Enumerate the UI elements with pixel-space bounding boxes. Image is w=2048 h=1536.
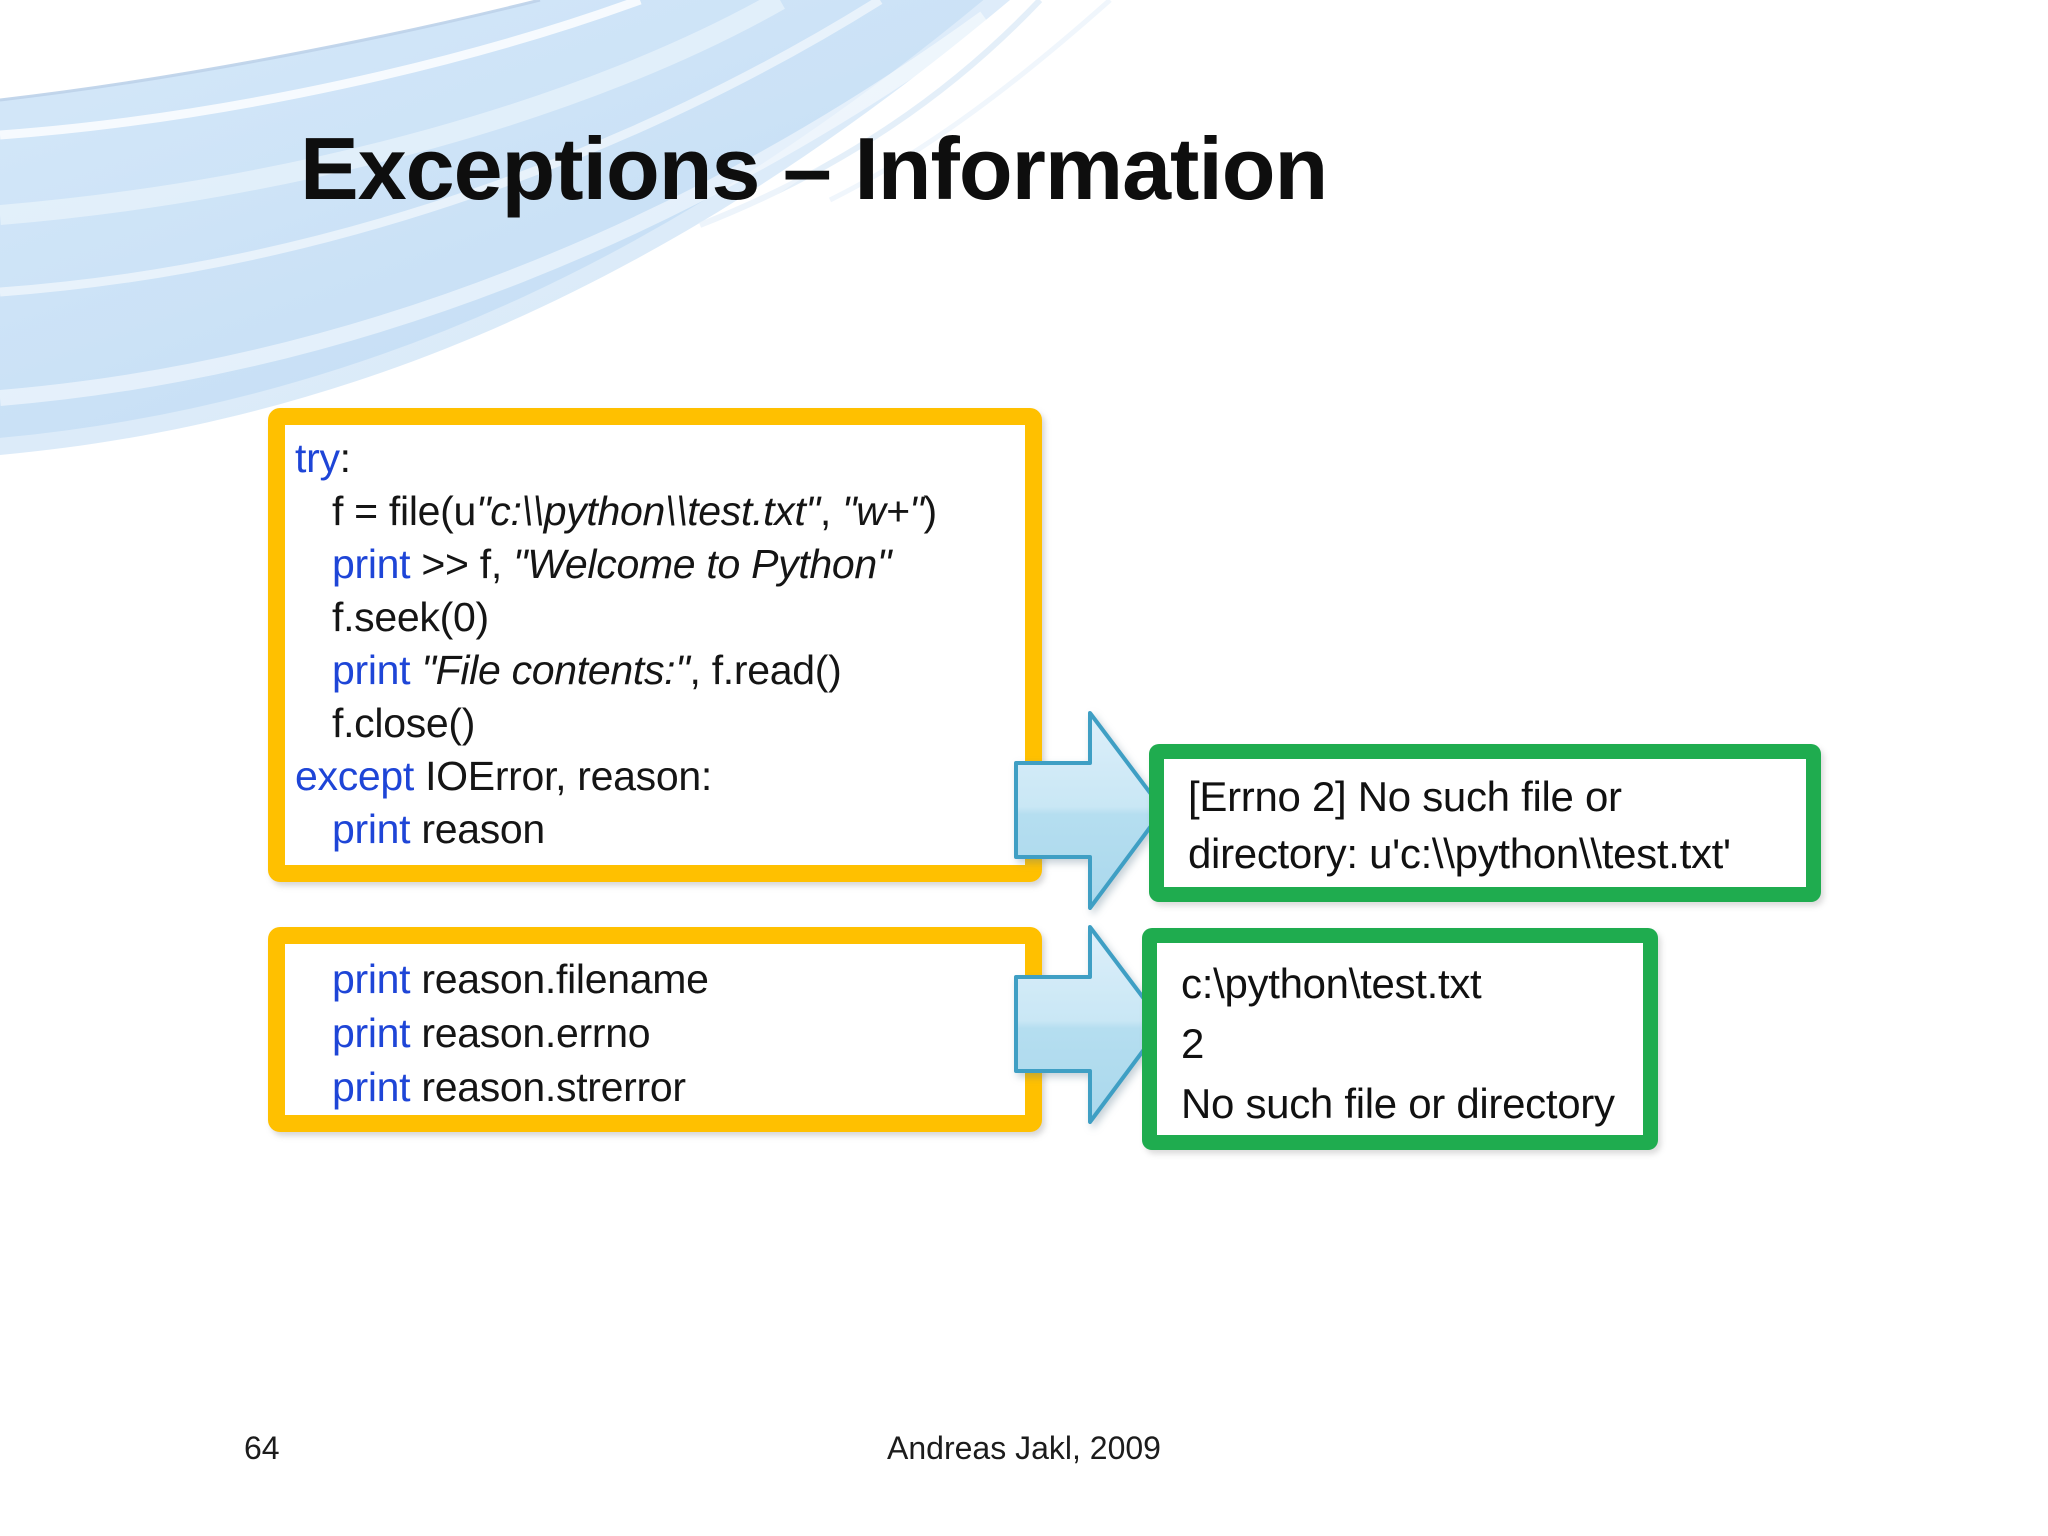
code-text: f.seek(0) <box>332 594 489 640</box>
code-line: print reason.filename <box>332 952 1019 1006</box>
code-text: IOError, reason: <box>414 753 712 799</box>
right-arrow-icon <box>1014 925 1165 1124</box>
code-string: "w+" <box>842 488 924 534</box>
code-line: try: <box>295 432 1019 485</box>
code-text <box>410 647 421 693</box>
code-keyword: print <box>332 806 411 852</box>
code-keyword: except <box>295 753 414 799</box>
code-string: "c:\\python\\test.txt" <box>475 488 820 534</box>
code-keyword: print <box>332 1064 411 1110</box>
code-line: print reason.errno <box>332 1006 1019 1060</box>
output-line: [Errno 2] No such file or <box>1188 773 1622 820</box>
code-line: print reason.strerror <box>332 1060 1019 1114</box>
code-line: f.seek(0) <box>332 591 1019 644</box>
code-block-reason-attributes: print reason.filename print reason.errno… <box>268 927 1042 1132</box>
code-keyword: print <box>332 647 411 693</box>
code-line: f.close() <box>332 697 1019 750</box>
output-line: 2 <box>1181 1020 1205 1067</box>
code-text: reason <box>410 806 545 852</box>
code-text: reason.filename <box>410 956 709 1002</box>
code-string: "File contents:" <box>421 647 690 693</box>
output-line: c:\python\test.txt <box>1181 960 1482 1007</box>
code-line: f = file(u"c:\\python\\test.txt", "w+") <box>332 485 1019 538</box>
code-keyword: try <box>295 435 340 481</box>
footer-credit: Andreas Jakl, 2009 <box>887 1430 1161 1466</box>
output-line: No such file or directory <box>1181 1080 1615 1127</box>
code-text: ) <box>923 488 937 534</box>
code-line: print >> f, "Welcome to Python" <box>332 538 1019 591</box>
slide-title: Exceptions – Information <box>300 119 1328 218</box>
code-keyword: print <box>332 1010 411 1056</box>
code-text: , <box>819 488 842 534</box>
code-text: f.close() <box>332 700 476 746</box>
code-text: : <box>339 435 351 481</box>
code-text: , f.read() <box>689 647 842 693</box>
output-line: directory: u'c:\\python\\test.txt' <box>1188 830 1731 877</box>
code-line: except IOError, reason: <box>295 750 1019 803</box>
page-number: 64 <box>244 1430 280 1466</box>
code-text: >> f, <box>410 541 514 587</box>
code-text: f = file(u <box>332 488 476 534</box>
code-line: print reason <box>332 803 1019 856</box>
swoosh-decoration <box>0 0 1112 472</box>
code-line: print "File contents:", f.read() <box>332 644 1019 697</box>
code-text: reason.strerror <box>410 1064 686 1110</box>
right-arrow-icon <box>1014 711 1165 910</box>
code-block-try-except: try: f = file(u"c:\\python\\test.txt", "… <box>268 408 1042 882</box>
output-box-reason-values: c:\python\test.txt 2 No such file or dir… <box>1142 928 1658 1150</box>
code-keyword: print <box>332 956 411 1002</box>
code-keyword: print <box>332 541 411 587</box>
code-string: "Welcome to Python" <box>513 541 892 587</box>
output-box-exception-message: [Errno 2] No such file or directory: u'c… <box>1149 744 1821 902</box>
code-text: reason.errno <box>410 1010 651 1056</box>
